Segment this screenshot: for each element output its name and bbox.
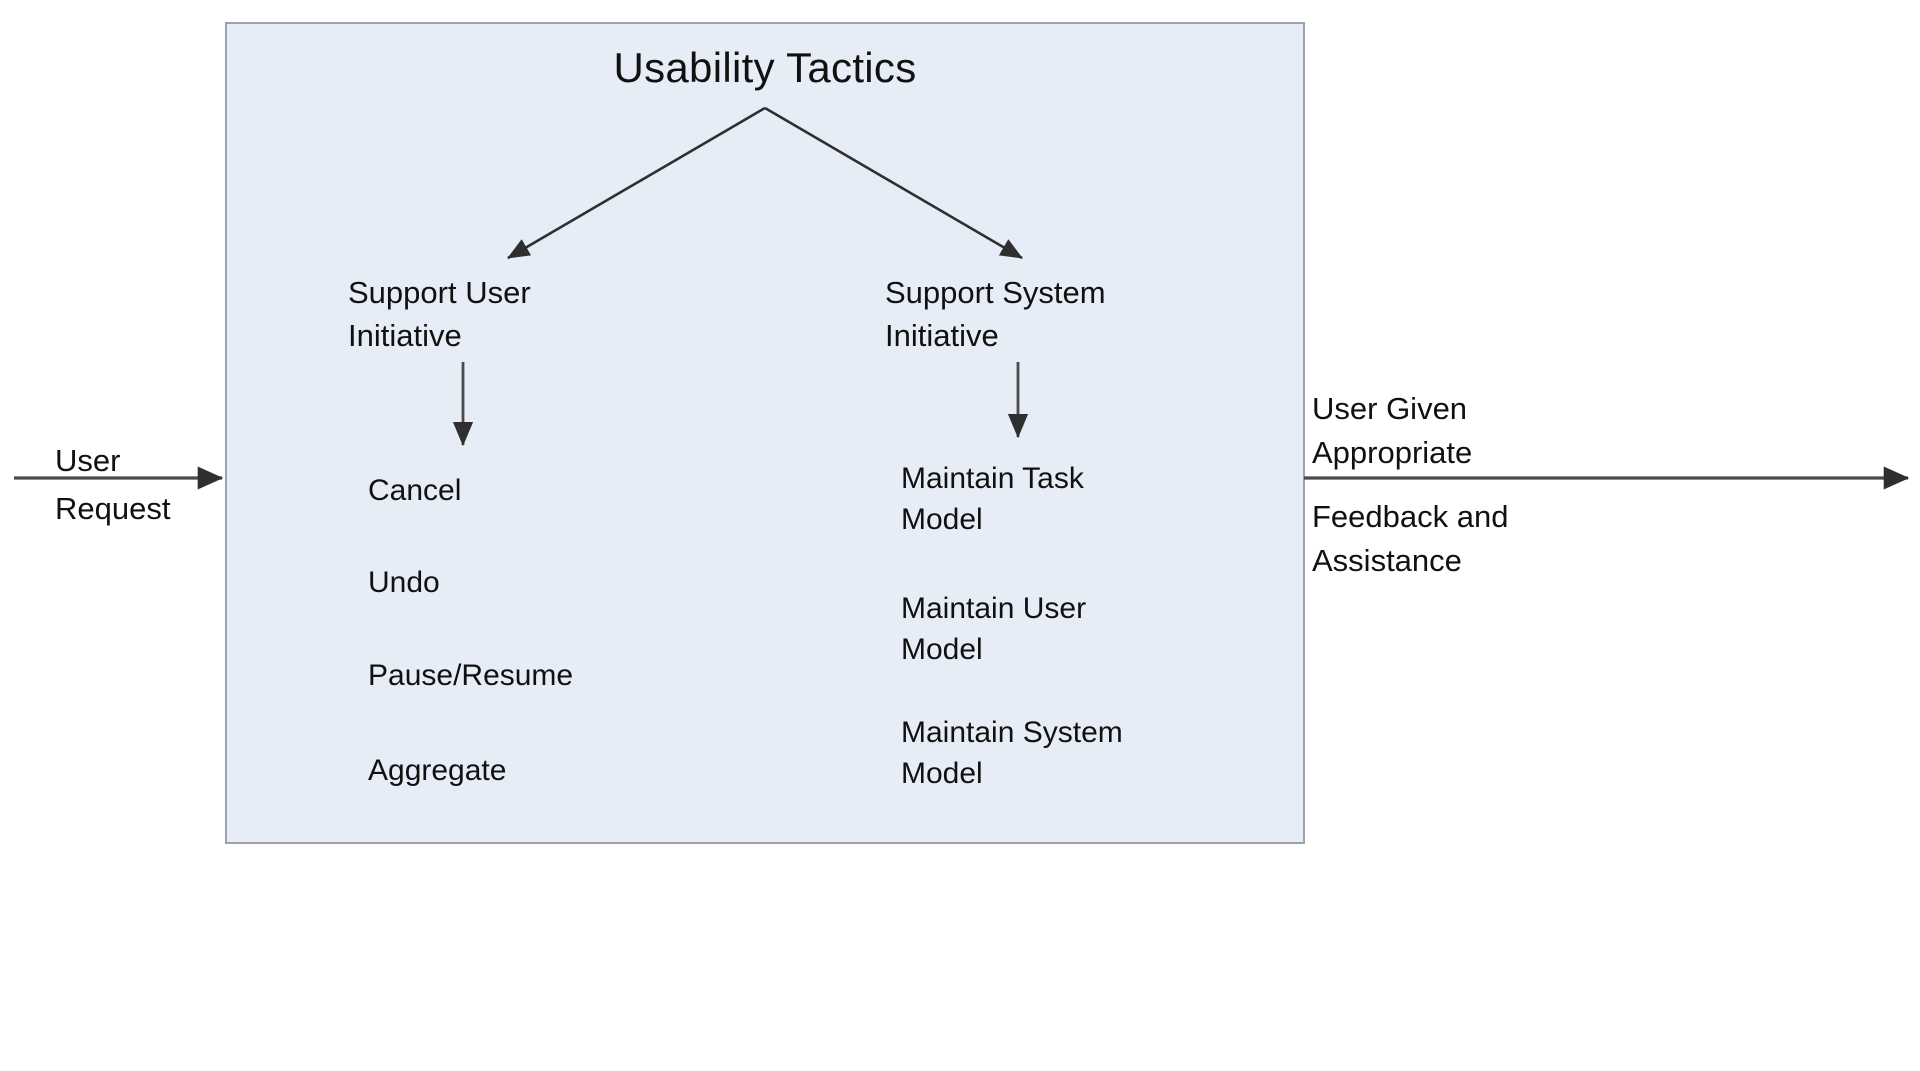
tactic-cancel: Cancel xyxy=(368,474,462,507)
branch-label-line1: Support System xyxy=(885,275,1106,310)
page-title: Usability Tactics xyxy=(613,44,917,91)
tactic-line1: Maintain User xyxy=(901,592,1087,625)
tactic-line2: Model xyxy=(901,633,983,667)
output-label-line2: Appropriate xyxy=(1312,435,1473,470)
usability-tactics-box xyxy=(225,22,1305,844)
branch-label-line1: Support User xyxy=(348,275,531,310)
output-label-line1: User Given xyxy=(1312,391,1468,426)
input-label-line2: Request xyxy=(55,491,171,526)
tactic-line2: Model xyxy=(901,757,983,791)
tactic-line1: Maintain Task xyxy=(901,462,1084,495)
input-label-line1: User xyxy=(55,443,121,478)
branch-label-line2: Initiative xyxy=(885,317,999,353)
output-label-line3: Feedback and xyxy=(1312,499,1509,534)
branch-label-line2: Initiative xyxy=(348,317,462,353)
tactic-line2: Model xyxy=(901,503,983,537)
tactic-pause-resume: Pause/Resume xyxy=(368,659,574,692)
tactic-line1: Maintain System xyxy=(901,716,1123,749)
output-label-line4: Assistance xyxy=(1312,543,1462,578)
tactic-undo: Undo xyxy=(368,566,440,599)
tactic-aggregate: Aggregate xyxy=(368,754,507,787)
